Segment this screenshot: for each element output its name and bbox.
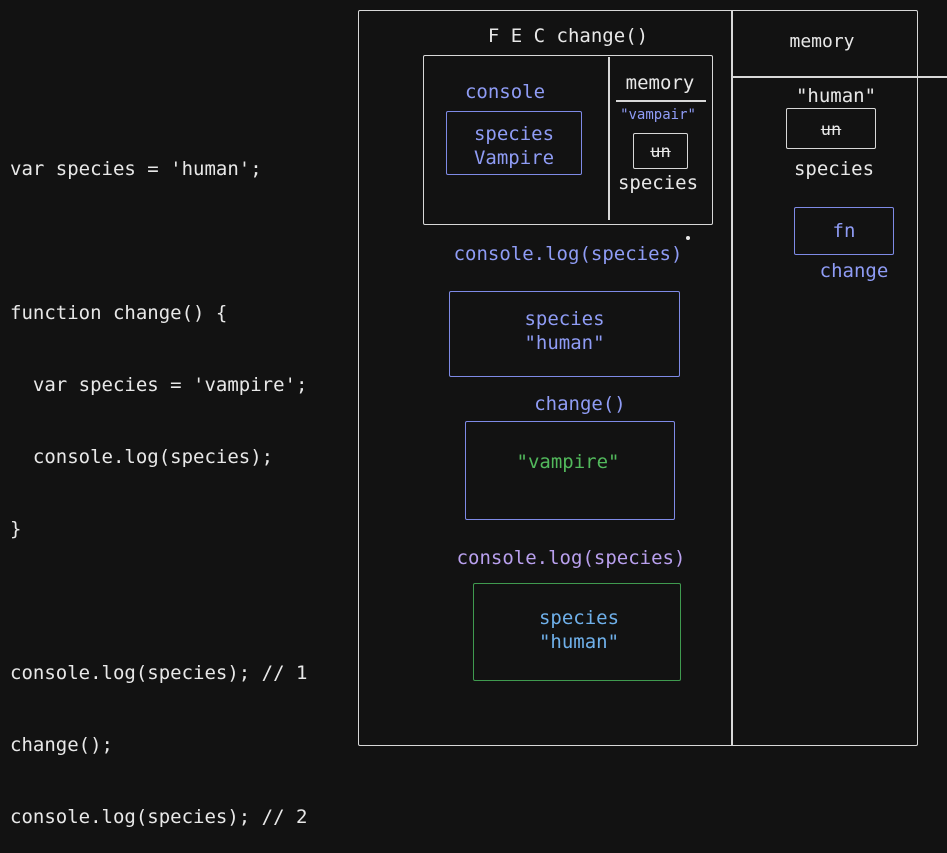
function-context-divider — [608, 57, 610, 220]
column-divider — [731, 11, 733, 745]
function-context-box — [423, 55, 713, 225]
global-memory-slot — [786, 108, 876, 149]
global-fn-slot — [794, 207, 894, 255]
log2-label: console.log(species) — [456, 547, 686, 569]
log2-box-line1: species — [538, 607, 620, 629]
code-line: function change() { — [10, 302, 228, 324]
code-line: var species = 'human'; — [10, 158, 262, 180]
global-memory-value: "human" — [795, 85, 877, 107]
global-memory-var: species — [793, 158, 875, 180]
console-output-box — [446, 111, 582, 175]
inner-memory-struck-value: un — [650, 142, 671, 162]
fec-title: F E C change() — [487, 25, 649, 47]
inner-memory-label: memory — [625, 72, 695, 94]
global-memory-struck-value: un — [820, 120, 842, 140]
console-output-line2: Vampire — [473, 147, 555, 169]
log2-box — [473, 583, 681, 681]
change-call-box-text: "vampire" — [516, 451, 620, 473]
global-fn-label: fn — [832, 220, 856, 242]
log1-box-line2: "human" — [524, 332, 605, 354]
inner-memory-underline — [616, 100, 706, 102]
code-line: console.log(species); // 2 — [10, 806, 308, 828]
code-line: change(); — [10, 734, 113, 756]
global-memory-title: memory — [789, 31, 855, 52]
log1-box-line1: species — [524, 308, 605, 330]
inner-memory-value: "vampair" — [620, 107, 696, 123]
inner-memory-var: species — [617, 172, 699, 194]
code-line — [10, 589, 307, 613]
code-line — [10, 229, 307, 253]
code-line: } — [10, 518, 22, 540]
change-call-box — [465, 421, 675, 520]
log2-box-line2: "human" — [538, 631, 620, 653]
inner-memory-slot — [633, 133, 688, 169]
global-fn-name: change — [819, 260, 889, 282]
change-call-label: change() — [534, 393, 626, 415]
log1-label: console.log(species) — [453, 243, 683, 265]
code-line: console.log(species); — [10, 446, 274, 468]
console-label: console — [464, 81, 546, 103]
execution-context-frame — [358, 10, 918, 746]
code-line: var species = 'vampire'; — [10, 374, 308, 396]
dot-marker — [686, 236, 690, 240]
code-line: console.log(species); // 1 — [10, 662, 308, 684]
code-snippet: var species = 'human'; function change()… — [10, 109, 307, 853]
console-output-line1: species — [473, 123, 555, 145]
global-memory-underline — [733, 76, 947, 78]
log1-box — [449, 291, 680, 377]
